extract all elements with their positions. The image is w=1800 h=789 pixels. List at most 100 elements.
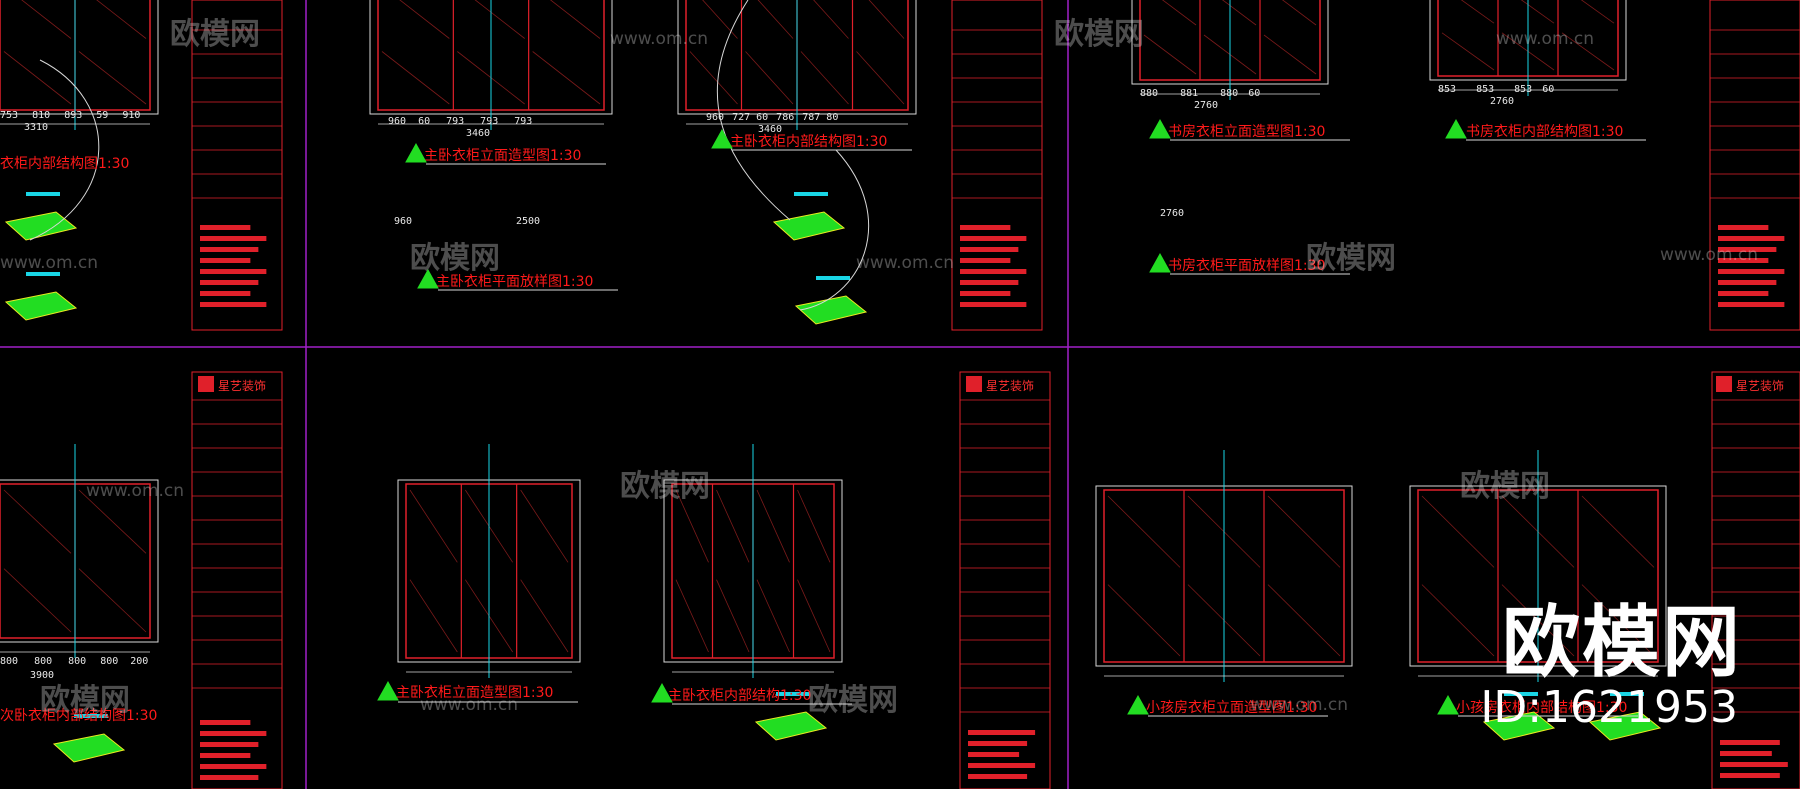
door-hatch-line — [1441, 32, 1495, 71]
title-9: 主卧衣柜立面造型图1:30 — [396, 685, 553, 701]
detail-label-bar — [74, 714, 108, 718]
marker-triangle — [1437, 694, 1459, 715]
door-hatch-line — [868, 0, 905, 39]
title-marker-9 — [1127, 694, 1328, 717]
door-hatch-line — [756, 579, 790, 653]
hardware-detail-4 — [4, 272, 78, 321]
drawing-titles: 衣柜内部结构图1:30 主卧衣柜立面造型图1:30 主卧衣柜内部结构图1:30 … — [0, 124, 1627, 724]
door-hatch-line — [96, 0, 147, 39]
marker-triangle — [1149, 118, 1171, 139]
red-bar — [1718, 302, 1785, 307]
title-block-bars — [192, 29, 1800, 780]
watermark-url-8: www.om.cn — [1250, 695, 1348, 715]
door-hatch-line — [409, 579, 458, 653]
red-bar — [200, 302, 267, 307]
dim-a: 753 810 893 59 910 — [0, 110, 140, 121]
marker-triangle — [711, 128, 733, 149]
detail-label-bar — [26, 192, 60, 196]
title-block-bars-2 — [952, 29, 1042, 307]
leader-arc — [29, 59, 100, 241]
door-hatch-line — [675, 489, 709, 563]
red-bar — [200, 291, 251, 296]
red-bar — [200, 247, 259, 252]
watermark-url-5: www.om.cn — [86, 481, 184, 501]
door-hatch-line — [1460, 0, 1495, 24]
wardrobe-1 — [369, 0, 613, 130]
detail-label-bar — [794, 192, 828, 196]
red-bar — [200, 280, 259, 285]
red-bar — [1718, 269, 1785, 274]
red-bar — [200, 731, 267, 736]
title-3: 主卧衣柜内部结构图1:30 — [730, 134, 887, 150]
wardrobe-3 — [1131, 0, 1329, 100]
title-block-bars-5 — [960, 399, 1050, 779]
title-1: 衣柜内部结构图1:30 — [0, 156, 129, 172]
marker-triangle — [417, 268, 439, 289]
red-bar — [200, 236, 267, 241]
hardware-detail-8 — [52, 714, 126, 763]
title-6: 书房衣柜内部结构图1:30 — [1466, 124, 1623, 140]
hardware-details — [4, 192, 1662, 763]
title-marker-6 — [1149, 252, 1350, 275]
door-hatch-line — [3, 489, 72, 554]
door-hatch-line — [520, 489, 569, 563]
red-bar — [1718, 258, 1769, 263]
door-hatch-line — [1421, 495, 1495, 568]
red-bar — [1718, 280, 1777, 285]
door-hatch-line — [1267, 495, 1341, 568]
watermark-brand-4: 欧模网 — [1306, 241, 1396, 276]
marker-triangle — [1149, 252, 1171, 273]
watermark-url-7: www.om.cn — [420, 695, 518, 715]
title-7: 书房衣柜平面放样图1:30 — [1168, 258, 1325, 274]
title-marker-2 — [711, 128, 912, 151]
red-bar — [200, 775, 259, 780]
door-hatch-line — [797, 489, 831, 563]
title-block-bars-6 — [1712, 399, 1800, 778]
red-bar — [1720, 740, 1780, 745]
wardrobe-7 — [1095, 450, 1353, 682]
red-bar — [960, 236, 1027, 241]
door-hatch-line — [399, 0, 450, 39]
company-logo-icon — [1716, 376, 1732, 392]
door-hatch-line — [1267, 584, 1341, 657]
red-bar — [960, 291, 1011, 296]
hardware-detail-6 — [1482, 692, 1556, 741]
red-bar — [960, 258, 1011, 263]
watermark-url-4: www.om.cn — [856, 253, 954, 273]
red-bar — [200, 720, 251, 725]
red-bar — [200, 764, 267, 769]
title-12: 小孩房衣柜内部结构图1:30 — [1456, 700, 1627, 716]
title-11: 小孩房衣柜立面造型图1:30 — [1146, 700, 1317, 716]
detail-box — [772, 211, 846, 241]
company-logo-icon — [198, 376, 214, 392]
detail-box — [754, 711, 828, 741]
detail-box — [1482, 711, 1556, 741]
marker-triangle — [1127, 694, 1149, 715]
title-block-bars-1 — [192, 29, 282, 307]
watermark-brand-5: 欧模网 — [620, 469, 710, 504]
door-hatch-line — [702, 0, 738, 39]
door-hatch-line — [1581, 495, 1655, 568]
title-marker-10 — [1437, 694, 1638, 717]
door-hatch-line — [1561, 32, 1615, 71]
title-block-bars-4 — [192, 399, 282, 780]
dim-b-total: 3460 — [466, 128, 490, 139]
title-10: 主卧衣柜内部结构1:30 — [668, 688, 811, 704]
door-hatch-line — [1263, 34, 1317, 75]
marker-triangle — [377, 680, 399, 701]
door-hatch-line — [21, 0, 72, 39]
detail-box — [794, 295, 868, 325]
detail-label-bar — [816, 276, 850, 280]
door-hatch-line — [532, 51, 601, 105]
hardware-detail-3 — [4, 192, 78, 241]
door-hatch-line — [1580, 0, 1615, 24]
door-hatch-line — [1143, 34, 1197, 75]
watermark-brand-3: 欧模网 — [410, 241, 500, 276]
title-5: 书房衣柜立面造型图1:30 — [1168, 124, 1325, 140]
title-4: 主卧衣柜平面放样图1:30 — [436, 274, 593, 290]
